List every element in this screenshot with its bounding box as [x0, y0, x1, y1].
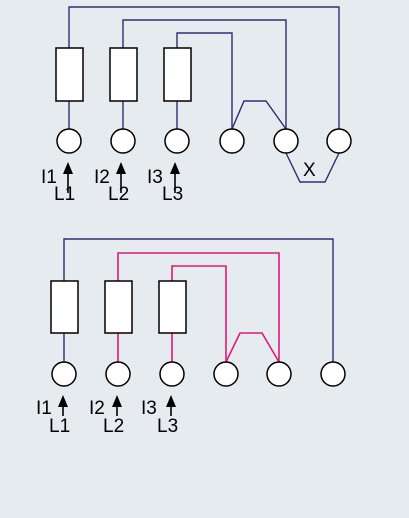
top-crossover-wire — [285, 152, 340, 183]
bottom-terminal-3 — [159, 361, 185, 387]
top-current-label-1: I1 — [41, 167, 57, 188]
bottom-wire-phase1-outer — [63, 238, 334, 362]
top-terminal-5 — [273, 128, 299, 154]
bottom-current-label-3: I3 — [141, 398, 157, 419]
top-current-label-3: I3 — [147, 167, 163, 188]
top-resistor-2 — [109, 47, 138, 102]
bottom-resistor-2 — [104, 280, 133, 334]
bottom-terminal-5 — [266, 361, 292, 387]
top-line-label-3: L3 — [162, 184, 183, 205]
bottom-wire-phase3 — [171, 265, 227, 362]
top-wire-phase3 — [176, 32, 233, 129]
bottom-terminal-2 — [105, 361, 131, 387]
top-terminal-6 — [326, 128, 352, 154]
bottom-current-arrow-1 — [58, 395, 68, 416]
top-line-label-2: L2 — [108, 184, 129, 205]
top-jumper — [231, 100, 287, 130]
bottom-terminal-6 — [320, 361, 346, 387]
top-current-arrow-1 — [63, 162, 73, 193]
top-wire-phase2 — [122, 19, 287, 129]
bottom-line-label-1: L1 — [49, 416, 70, 437]
bottom-current-label-2: I2 — [89, 398, 105, 419]
bottom-resistor-3 — [158, 280, 187, 334]
bottom-current-arrow-2 — [112, 395, 122, 416]
bottom-diagram: I1 L1 I2 L2 I3 L3 — [36, 238, 346, 437]
bottom-jumper — [225, 332, 280, 363]
bottom-wire-phase2 — [117, 252, 280, 362]
top-line-label-1: L1 — [54, 184, 75, 205]
top-terminal-2 — [110, 128, 136, 154]
bottom-current-label-1: I1 — [36, 398, 52, 419]
top-terminal-1 — [56, 128, 82, 154]
top-resistor-1 — [55, 47, 84, 102]
bottom-line-label-2: L2 — [103, 416, 124, 437]
top-current-arrow-2 — [116, 162, 126, 193]
bottom-current-arrow-3 — [166, 395, 176, 416]
top-terminal-4 — [219, 128, 245, 154]
bottom-resistor-1 — [50, 280, 79, 334]
bottom-terminal-4 — [213, 361, 239, 387]
top-diagram: I1 L1 I2 L2 I3 L3 X — [41, 6, 352, 205]
top-terminal-3 — [164, 128, 190, 154]
top-current-label-2: I2 — [94, 167, 110, 188]
bottom-line-label-3: L3 — [157, 416, 178, 437]
top-resistor-3 — [163, 47, 192, 102]
top-current-arrow-3 — [170, 162, 180, 193]
bottom-terminal-1 — [51, 361, 77, 387]
top-wire-phase1-outer — [68, 6, 340, 129]
crossover-label: X — [303, 160, 316, 181]
